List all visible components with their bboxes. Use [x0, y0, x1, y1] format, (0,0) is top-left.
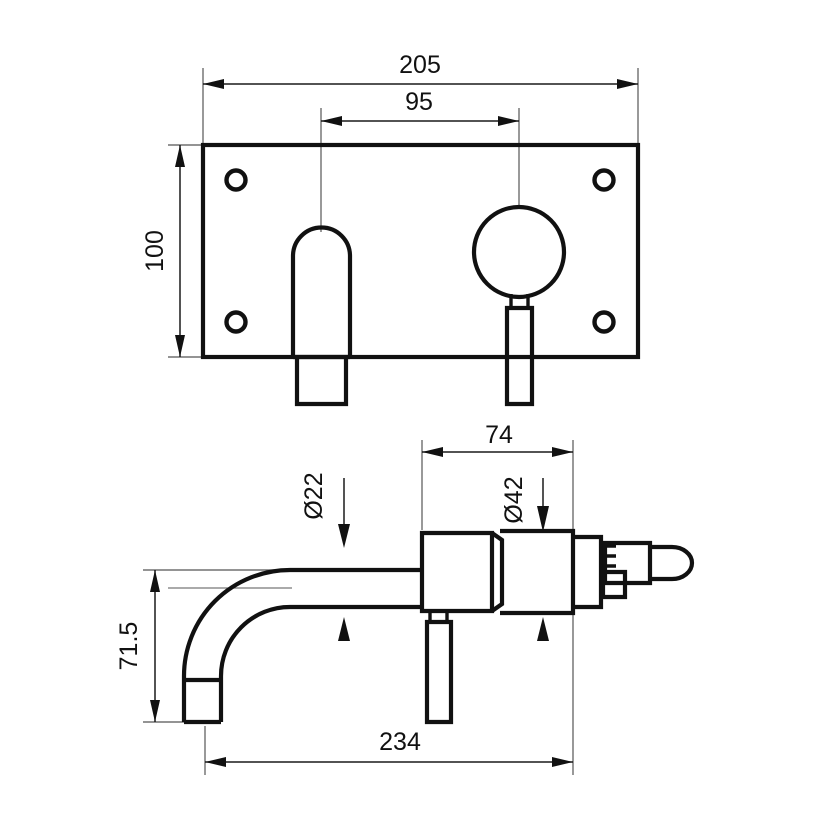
- dim-label-body-projection: 74: [485, 421, 513, 449]
- mounting-hole-bottom-right: [592, 310, 616, 334]
- dim-label-plate-height: 100: [141, 230, 169, 272]
- arrowhead-71-5-top: [150, 570, 160, 592]
- dimension-body-projection: 74: [422, 421, 573, 457]
- dimension-overall-depth: 234: [205, 728, 573, 767]
- arrowhead-95-right: [498, 116, 519, 126]
- dimension-spout-height: 71.5: [115, 570, 160, 722]
- spout-gooseneck-outer: [181, 567, 422, 722]
- arrowhead-205-left: [203, 79, 224, 89]
- arrowhead-205-right: [617, 79, 638, 89]
- arrowhead-dia42-down: [537, 506, 549, 532]
- spout-outlet: [294, 357, 349, 407]
- dim-label-plate-width: 205: [399, 51, 441, 79]
- backplate-rectangle: [200, 142, 641, 360]
- arrowhead-dia42-up: [537, 617, 549, 641]
- arrowhead-74-left: [422, 447, 443, 457]
- control-knob-circle: [471, 204, 567, 300]
- dim-label-spout-height: 71.5: [115, 622, 143, 671]
- dim-label-body-diameter: Ø42: [500, 476, 528, 523]
- threaded-connector-body: [602, 540, 653, 586]
- dimension-plate-height: 100: [141, 145, 185, 357]
- spout-capsule: [290, 225, 353, 357]
- dimension-plate-width: 205: [203, 51, 638, 89]
- spout-gooseneck-inner: [218, 604, 422, 722]
- side-view: 74 Ø22 Ø42 71.5: [115, 421, 695, 775]
- arrowhead-74-right: [552, 447, 573, 457]
- arrowhead-234-right: [552, 757, 573, 767]
- valve-collar: [490, 531, 505, 613]
- arrowhead-100-top: [175, 145, 185, 167]
- arrowhead-dia22-down: [338, 524, 350, 548]
- threaded-connector-tip: [650, 544, 695, 582]
- front-view: 205 95 100: [141, 51, 641, 407]
- mounting-hole-bottom-left: [224, 310, 248, 334]
- dimension-spout-tube-diameter: Ø22: [300, 472, 350, 641]
- mounting-hole-top-left: [224, 168, 248, 192]
- arrowhead-dia22-up: [338, 617, 350, 641]
- dim-label-spout-tube-diameter: Ø22: [300, 472, 328, 519]
- arrowhead-234-left: [205, 757, 226, 767]
- dimension-centres-spacing: 95: [321, 88, 519, 126]
- dimension-body-diameter: Ø42: [500, 476, 549, 641]
- mounting-hole-top-right: [592, 168, 616, 192]
- dim-label-overall-depth: 234: [379, 728, 421, 756]
- dim-label-centres-spacing: 95: [405, 88, 433, 116]
- arrowhead-100-bottom: [175, 335, 185, 357]
- control-lever: [504, 305, 535, 407]
- arrowhead-71-5-bottom: [150, 700, 160, 722]
- control-knob-neck: [509, 294, 530, 308]
- connector-side-port: [600, 569, 628, 600]
- arrowhead-95-left: [321, 116, 342, 126]
- lever-handle: [424, 619, 454, 725]
